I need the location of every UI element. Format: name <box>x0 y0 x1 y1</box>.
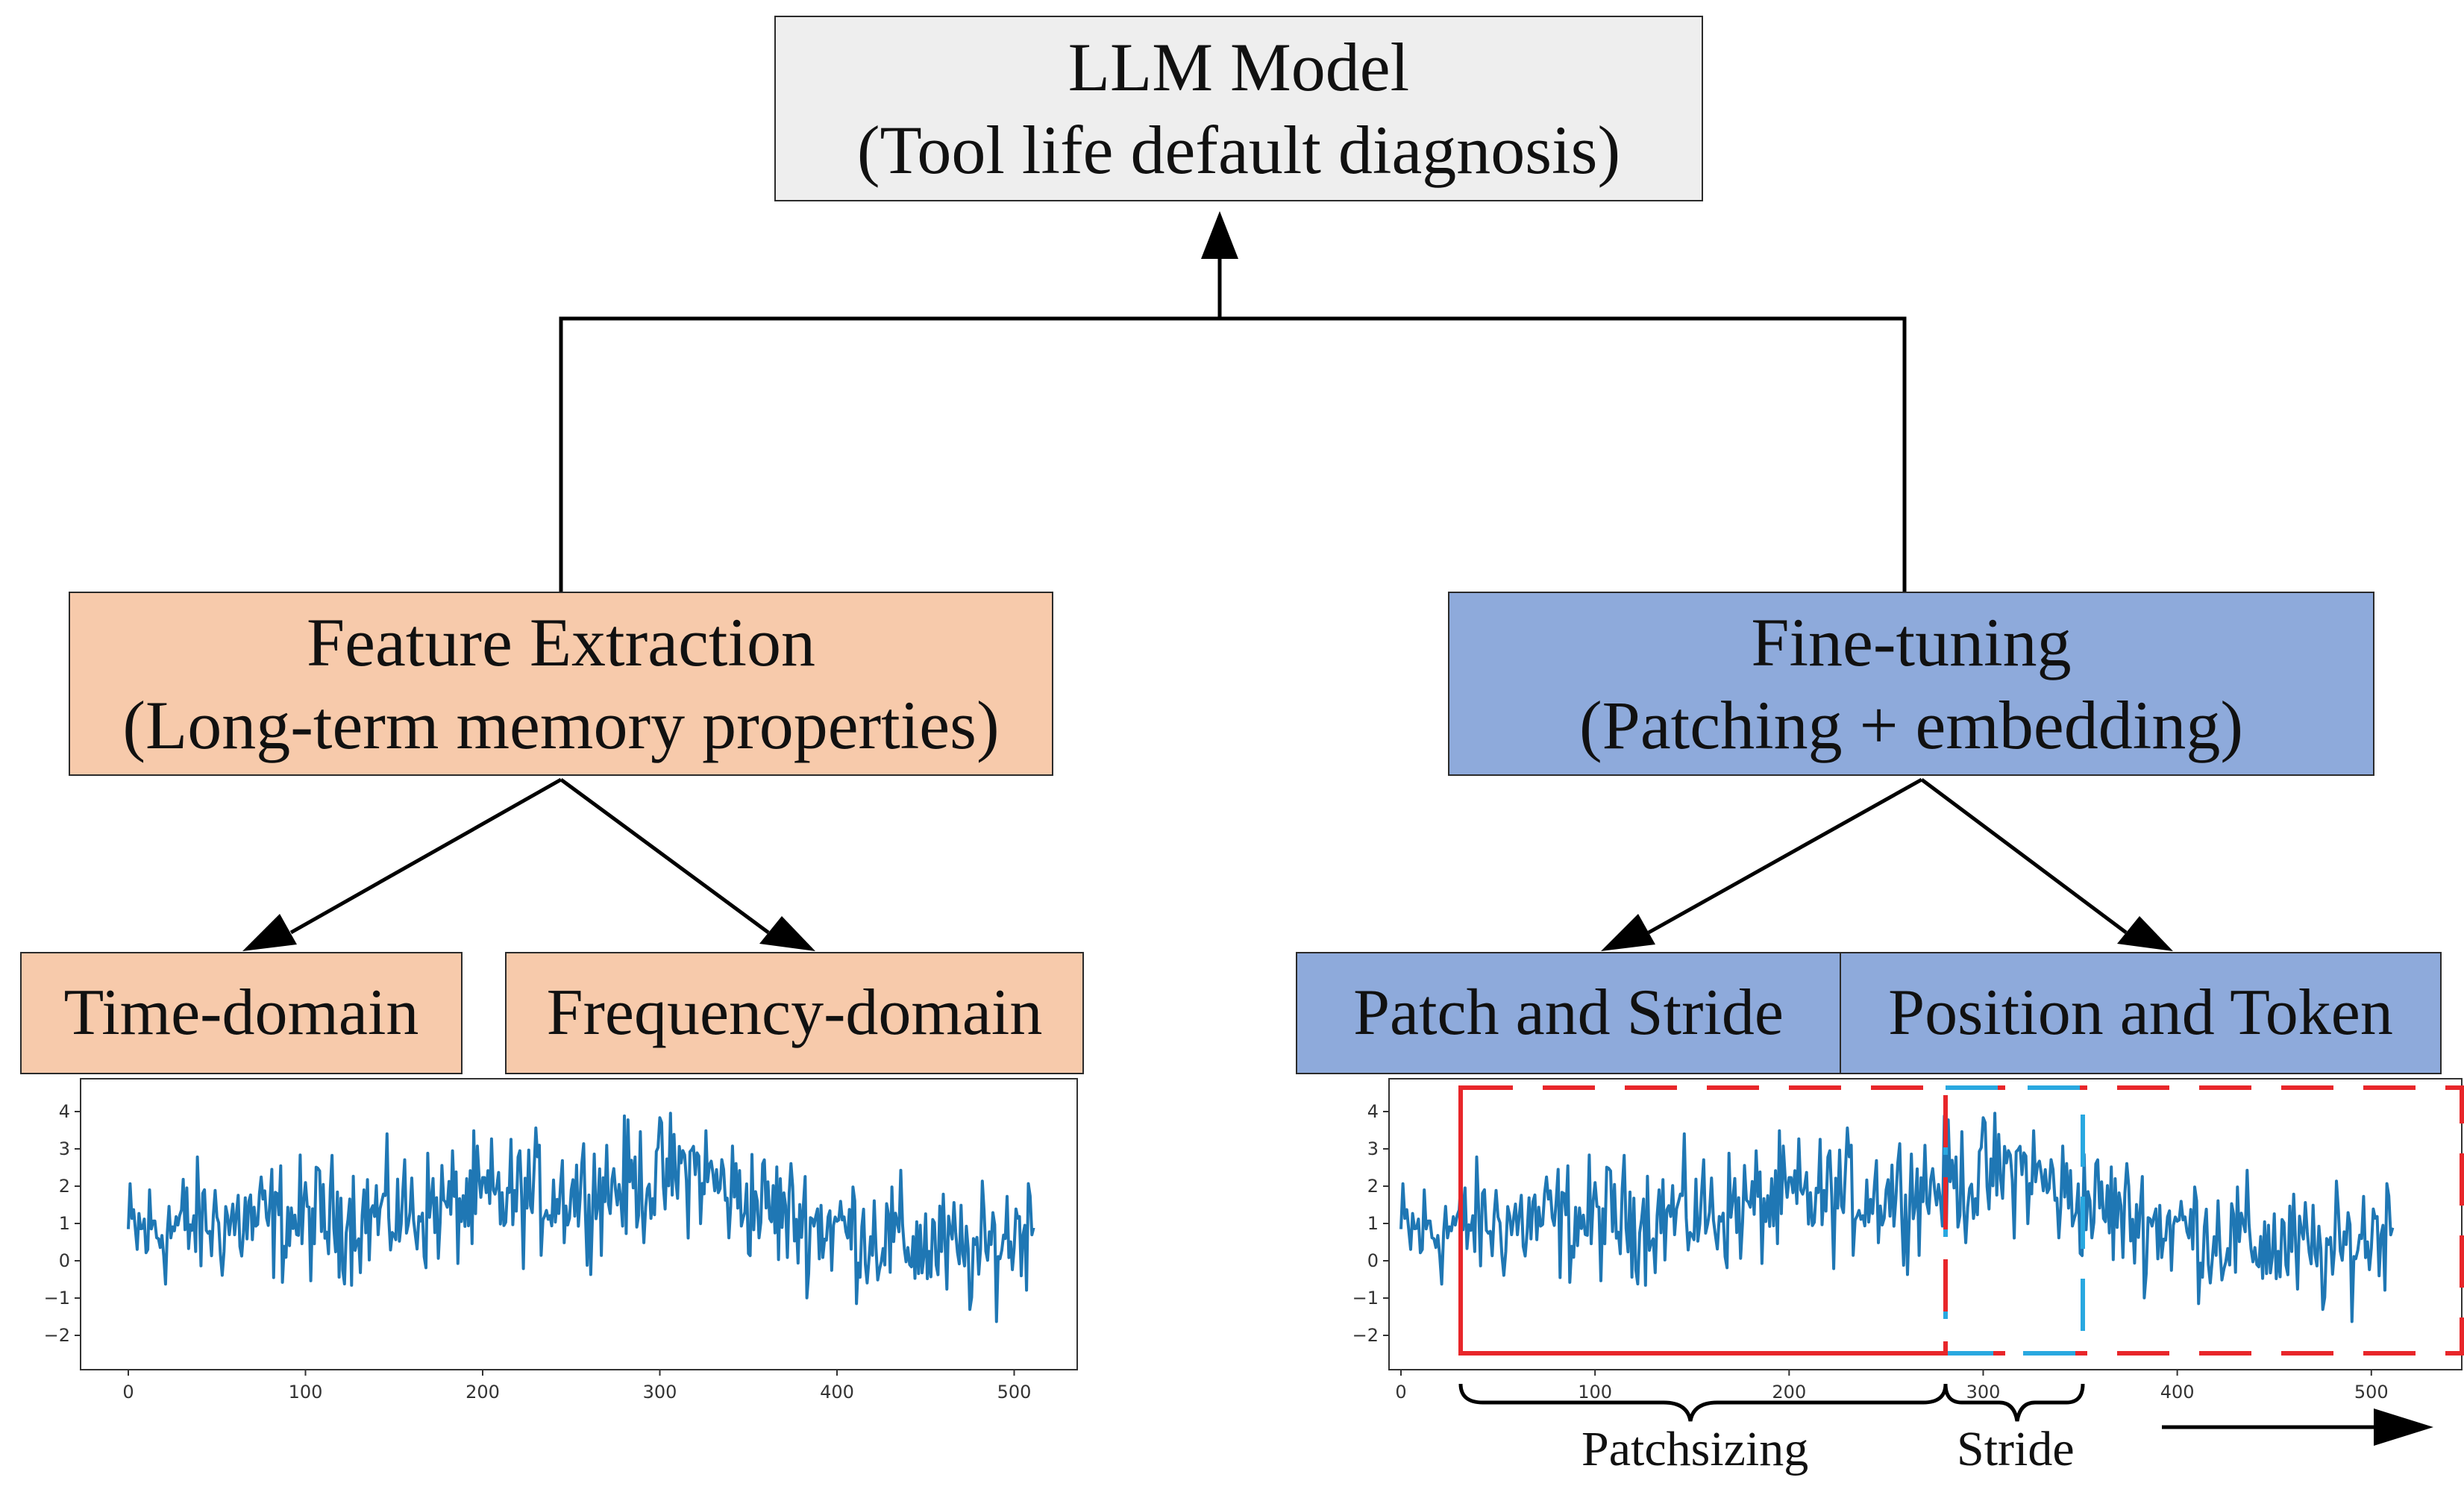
frequency-domain-box: Frequency-domain <box>505 952 1084 1074</box>
position-and-token-box: Position and Token <box>1840 952 2442 1074</box>
position-and-token-label: Position and Token <box>1888 977 2393 1050</box>
arrow-to-frequency-domain <box>559 777 770 935</box>
y-tick-label: 3 <box>1367 1138 1379 1159</box>
y-tick-label: −2 <box>1352 1325 1379 1346</box>
llm-model-title: LLM Model <box>1068 29 1410 106</box>
y-tick-label: 2 <box>1367 1176 1379 1197</box>
patchsizing-label: Patchsizing <box>1581 1422 1809 1476</box>
y-tick-label: 1 <box>1367 1213 1379 1234</box>
y-tick-label: 0 <box>59 1250 70 1271</box>
x-tick-label: 300 <box>1966 1382 2001 1403</box>
time-series-plot-right: 4 3 2 1 0 −1 −2 0 100 200 300 400 500 <box>1268 1074 2464 1403</box>
x-tick-label: 500 <box>997 1382 1032 1403</box>
time-domain-label: Time-domain <box>63 977 419 1050</box>
y-tick-label: 4 <box>59 1101 70 1122</box>
series-line <box>127 1112 1035 1323</box>
arrow-to-time-domain <box>289 777 562 935</box>
feature-extraction-subtitle: (Long-term memory properties) <box>122 686 1000 763</box>
arrow-head-time-domain <box>242 914 297 951</box>
x-tick-label: 500 <box>2354 1382 2389 1403</box>
x-tick-label: 100 <box>1578 1382 1612 1403</box>
arrow-head-frequency-domain <box>759 916 815 951</box>
merge-connector <box>559 316 1907 592</box>
y-tick-label: 2 <box>59 1176 70 1197</box>
x-tick-label: 0 <box>122 1382 134 1403</box>
x-tick-label: 0 <box>1395 1382 1406 1403</box>
patch-and-stride-label: Patch and Stride <box>1353 977 1784 1050</box>
frequency-domain-label: Frequency-domain <box>546 977 1043 1050</box>
y-tick-label: 4 <box>1367 1101 1379 1122</box>
x-tick-label: 100 <box>289 1382 323 1403</box>
y-tick-label: −1 <box>44 1288 70 1309</box>
y-tick-label: 3 <box>59 1138 70 1159</box>
y-tick-label: −2 <box>44 1325 70 1346</box>
x-tick-label: 400 <box>2160 1382 2195 1403</box>
fine-tuning-subtitle: (Patching + embedding) <box>1579 686 2243 763</box>
x-tick-label: 400 <box>820 1382 854 1403</box>
patch-and-stride-box: Patch and Stride <box>1296 952 1841 1074</box>
sequence-direction-arrow-head <box>2374 1408 2433 1446</box>
time-series-plot-left: 4 3 2 1 0 −1 −2 0 100 200 300 400 500 <box>0 1074 1089 1403</box>
patch-window-first <box>1458 1085 1948 1356</box>
llm-model-box: LLM Model (Tool life default diagnosis) <box>774 16 1703 201</box>
y-tick-label: 1 <box>59 1213 70 1234</box>
x-tick-label: 300 <box>643 1382 677 1403</box>
fine-tuning-title: Fine-tuning <box>1751 604 2072 681</box>
arrow-head-patch-stride <box>1601 914 1655 951</box>
series-line <box>1399 1112 2395 1323</box>
arrow-to-patch-stride <box>1647 777 1923 935</box>
feature-extraction-box: Feature Extraction (Long-term memory pro… <box>69 592 1053 776</box>
x-tick-label: 200 <box>1772 1382 1806 1403</box>
feature-extraction-title: Feature Extraction <box>306 604 816 681</box>
stride-label: Stride <box>1957 1422 2075 1476</box>
up-arrow-head <box>1201 211 1238 259</box>
fine-tuning-box: Fine-tuning (Patching + embedding) <box>1448 592 2374 776</box>
y-tick-label: 0 <box>1367 1250 1379 1271</box>
x-tick-label: 200 <box>465 1382 500 1403</box>
arrow-to-position-token <box>1920 777 2128 935</box>
time-domain-box: Time-domain <box>20 952 463 1074</box>
llm-model-subtitle: (Tool life default diagnosis) <box>856 111 1621 188</box>
arrow-head-position-token <box>2117 916 2173 951</box>
y-tick-label: −1 <box>1352 1288 1379 1309</box>
